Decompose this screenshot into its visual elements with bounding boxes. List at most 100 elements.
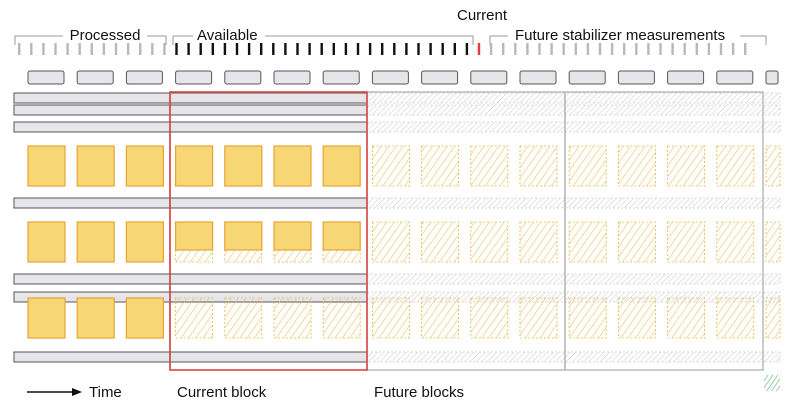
hatched-square [421, 297, 460, 339]
future-tick [562, 43, 565, 55]
hatched-square [667, 221, 705, 263]
processed-tick [66, 43, 69, 55]
future-tick [586, 43, 590, 55]
qubit-squares [27, 145, 781, 339]
available-tick [223, 43, 227, 55]
hatched-square [224, 297, 263, 339]
available-tick [381, 43, 384, 55]
processed-band [13, 273, 171, 285]
current-band [169, 351, 368, 363]
future-tick [526, 43, 529, 55]
hatched-square [716, 221, 755, 263]
future-tick [695, 43, 698, 55]
hatched-square [765, 297, 781, 339]
filled-square [273, 145, 312, 187]
hatched-square [618, 297, 656, 339]
processed-label: Processed [70, 27, 141, 44]
hatched-square [519, 297, 558, 339]
future-tick [719, 43, 723, 55]
partial-filled-square [273, 221, 312, 251]
round-marker [224, 70, 262, 85]
hatched-square [421, 145, 460, 187]
available-tick [296, 43, 299, 55]
future-tick [514, 43, 517, 55]
future-blocks-label: Future blocks [374, 384, 464, 401]
processed-tick [102, 43, 106, 55]
filled-square [125, 297, 165, 339]
round-marker [421, 70, 459, 85]
hatched-square [716, 145, 755, 187]
round-marker [765, 70, 779, 85]
filled-square [125, 221, 165, 263]
processed-tick [54, 43, 57, 55]
processed-band [13, 104, 171, 116]
processed-band [13, 197, 171, 209]
future-tick [744, 43, 747, 55]
hatched-square [519, 145, 558, 187]
current-band [169, 273, 368, 285]
future-tick [635, 43, 638, 55]
partial-filled-square [175, 221, 214, 251]
future-tick [659, 43, 662, 55]
future-band [366, 197, 781, 209]
future-band [366, 351, 781, 363]
round-marker [667, 70, 705, 85]
future-band [366, 92, 781, 104]
partial-filled-square [224, 221, 263, 251]
available-tick [393, 43, 396, 55]
future-tick [683, 43, 686, 55]
current-tick [477, 43, 481, 55]
round-marker [716, 70, 754, 85]
future-tick [707, 43, 711, 55]
available-tick [308, 43, 311, 55]
hatched-square [618, 145, 656, 187]
current-band [169, 104, 368, 116]
processed-tick [139, 43, 142, 55]
round-marker [519, 70, 557, 85]
future-tick [623, 43, 626, 55]
filled-square [125, 145, 165, 187]
current-label: Current [457, 7, 508, 24]
future-block-border [564, 91, 764, 371]
round-marker [470, 70, 508, 85]
future-tick [550, 43, 553, 55]
hatched-square [765, 221, 781, 263]
future-tick [647, 43, 650, 55]
future-tick [731, 43, 735, 55]
current-block-label: Current block [177, 384, 267, 401]
future-bracket [489, 35, 767, 45]
filled-square [322, 145, 361, 187]
available-tick [332, 43, 335, 55]
hatched-square [568, 145, 607, 187]
hatched-swatch-icon [764, 375, 780, 391]
hatched-square [421, 221, 460, 263]
timeline-brackets [14, 35, 767, 45]
round-marker [27, 70, 65, 85]
processed-tick [114, 43, 118, 55]
processed-tick [163, 43, 166, 55]
processed-tick [151, 43, 154, 55]
available-label: Available [197, 27, 258, 44]
available-tick [356, 43, 360, 55]
filled-square [27, 145, 66, 187]
filled-square [76, 145, 115, 187]
hatched-square [273, 297, 312, 339]
processed-tick [30, 43, 33, 55]
current-band [169, 121, 368, 133]
available-tick [175, 43, 178, 55]
hatched-square [470, 221, 509, 263]
hatched-square [371, 297, 410, 339]
available-tick [187, 43, 190, 55]
filled-square [175, 145, 214, 187]
round-marker [568, 70, 606, 85]
future-tick [671, 43, 674, 55]
available-tick [235, 43, 239, 55]
current-band [169, 197, 368, 209]
future-band [366, 121, 781, 133]
processed-tick [42, 43, 45, 55]
round-marker [175, 70, 213, 85]
hatched-square [618, 221, 656, 263]
time-label: Time [89, 384, 122, 401]
available-tick [247, 43, 251, 55]
